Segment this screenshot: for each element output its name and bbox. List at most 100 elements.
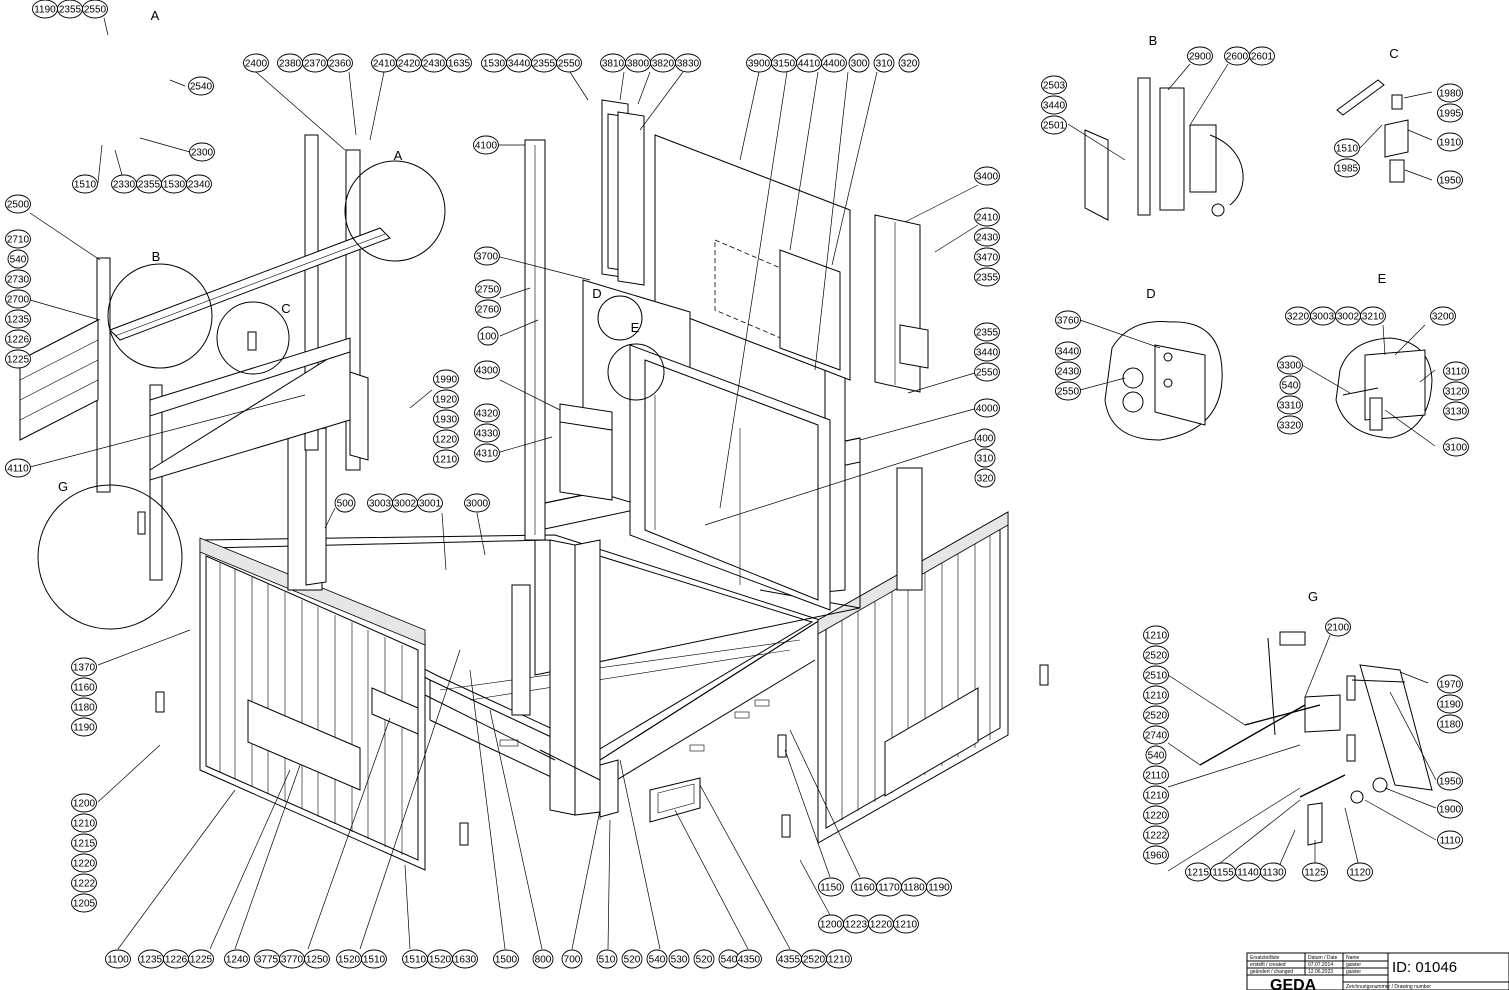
callout-bubble bbox=[82, 0, 108, 19]
part-number: 310 bbox=[977, 454, 994, 465]
part-number: 1530 bbox=[483, 59, 506, 70]
callout-bubble bbox=[1143, 845, 1169, 865]
detail-c-drawing bbox=[1336, 79, 1409, 183]
tb-r1c1: Ersatzteilliste bbox=[1250, 955, 1280, 961]
callout-bubble bbox=[71, 793, 97, 813]
part-number: 1160 bbox=[853, 883, 875, 894]
part-number: 1190 bbox=[73, 723, 95, 734]
part-number: 1215 bbox=[1187, 868, 1210, 879]
callout-bubble bbox=[7, 249, 29, 269]
callout-c11: 3400 bbox=[974, 166, 1000, 186]
part-number: 1225 bbox=[7, 355, 30, 366]
part-number: 3003 bbox=[369, 499, 392, 510]
part-number: 1180 bbox=[1439, 720, 1461, 731]
part-number: 2501 bbox=[1043, 121, 1066, 132]
part-number: 500 bbox=[337, 499, 354, 510]
callout-bubble bbox=[1145, 745, 1167, 765]
part-number: 1160 bbox=[73, 683, 95, 694]
part-number: 3003 bbox=[1312, 312, 1335, 323]
part-number: 1520 bbox=[429, 955, 452, 966]
callout-bubble bbox=[1437, 83, 1463, 103]
callout-bubble bbox=[1041, 75, 1067, 95]
callout-bubble bbox=[1437, 771, 1463, 791]
part-number: 1220 bbox=[1145, 811, 1168, 822]
callout-de2: 3200 bbox=[1430, 306, 1456, 326]
part-number: 2550 bbox=[1057, 387, 1080, 398]
callout-bubble bbox=[5, 458, 31, 478]
part-number: 1210 bbox=[73, 819, 96, 830]
part-number: 1222 bbox=[1145, 831, 1168, 842]
callout-bubble bbox=[1055, 310, 1081, 330]
callout-c1: 4100 bbox=[473, 135, 499, 155]
part-number: 3200 bbox=[1432, 312, 1455, 323]
part-number: 1240 bbox=[226, 955, 249, 966]
callout-c9: 3000 bbox=[464, 493, 490, 513]
callout-dg9: 1120 bbox=[1347, 862, 1373, 882]
callout-bubble bbox=[1249, 46, 1275, 66]
callout-bubble bbox=[417, 493, 443, 513]
callout-bubble bbox=[5, 229, 31, 249]
callout-c5: 4300 bbox=[474, 360, 500, 380]
callout-c4: 100 bbox=[477, 326, 499, 346]
part-number: 3000 bbox=[466, 499, 489, 510]
detail-d-drawing bbox=[1104, 321, 1223, 441]
callout-bubble bbox=[1143, 685, 1169, 705]
part-number: 4100 bbox=[475, 141, 498, 152]
part-number: 700 bbox=[564, 955, 581, 966]
part-number: 3310 bbox=[1279, 401, 1302, 412]
part-number: 3150 bbox=[773, 59, 796, 70]
part-number: 1200 bbox=[73, 799, 96, 810]
callout-dg8: 1125 bbox=[1302, 862, 1328, 882]
part-number: 3300 bbox=[1279, 361, 1302, 372]
part-number: 2410 bbox=[373, 59, 396, 70]
part-number: 1635 bbox=[448, 59, 471, 70]
part-number: 1215 bbox=[73, 839, 96, 850]
part-number: 1210 bbox=[1145, 691, 1168, 702]
section-letter-b-detail: B bbox=[1149, 33, 1158, 48]
part-number: 4320 bbox=[476, 409, 499, 420]
callout-bubble bbox=[71, 833, 97, 853]
part-number: 1510 bbox=[363, 955, 386, 966]
part-number: 2355 bbox=[533, 59, 556, 70]
callout-bubble bbox=[821, 53, 847, 73]
callout-dd1: 3760 bbox=[1055, 310, 1081, 330]
callout-bubble bbox=[1325, 617, 1351, 637]
callout-bubble bbox=[1055, 361, 1081, 381]
callout-bubble bbox=[1437, 714, 1463, 734]
callout-bubble bbox=[974, 398, 1000, 418]
callout-bubble bbox=[475, 299, 501, 319]
callout-bubble bbox=[71, 853, 97, 873]
callout-tl3: 2300 bbox=[189, 142, 215, 162]
callout-bubble bbox=[5, 289, 31, 309]
part-number: 100 bbox=[480, 332, 497, 343]
part-number: 2430 bbox=[1057, 367, 1080, 378]
callout-bubble bbox=[974, 342, 1000, 362]
callout-bubble bbox=[361, 949, 387, 969]
part-number: 4350 bbox=[738, 955, 761, 966]
section-letter-d-main: D bbox=[592, 286, 601, 301]
part-number: 3400 bbox=[976, 172, 999, 183]
callout-bubble bbox=[474, 403, 500, 423]
part-number: 2510 bbox=[1145, 671, 1168, 682]
section-letter-e-detail: E bbox=[1378, 271, 1387, 286]
callout-bubble bbox=[1041, 115, 1067, 135]
part-number: 2500 bbox=[7, 200, 30, 211]
part-number: 3220 bbox=[1287, 312, 1310, 323]
callout-bubble bbox=[826, 949, 852, 969]
callout-bubble bbox=[898, 53, 920, 73]
part-number: 1220 bbox=[870, 920, 893, 931]
callout-bubble bbox=[1437, 694, 1463, 714]
part-number: 2550 bbox=[558, 59, 581, 70]
callout-bubble bbox=[1347, 862, 1373, 882]
part-number: 1930 bbox=[435, 415, 458, 426]
callout-bubble bbox=[71, 813, 97, 833]
callout-dg5: 1900 bbox=[1437, 799, 1463, 819]
callout-bubble bbox=[1260, 862, 1286, 882]
part-number: 1250 bbox=[306, 955, 329, 966]
section-letter-a-top: A bbox=[151, 8, 160, 23]
